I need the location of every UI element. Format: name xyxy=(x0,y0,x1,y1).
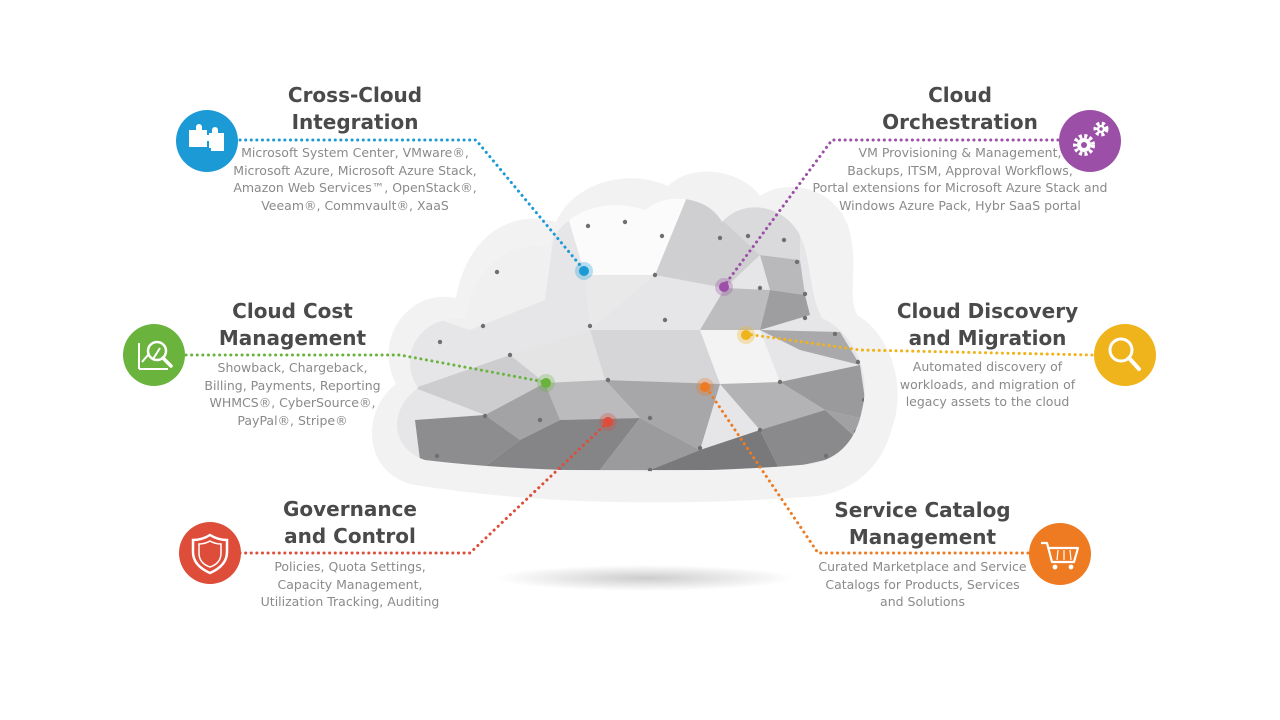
cloud-node-service xyxy=(696,378,714,396)
title-line: Service Catalog xyxy=(834,498,1011,522)
feature-title: Cross-Cloud Integration xyxy=(225,82,485,136)
magnifier-icon xyxy=(1094,324,1156,386)
puzzle-icon xyxy=(176,110,238,172)
desc-line: and Solutions xyxy=(880,594,965,609)
desc-line: Utilization Tracking, Auditing xyxy=(260,594,440,609)
desc-line: Backups, ITSM, Approval Workflows, xyxy=(847,162,1073,178)
desc-line: Showback, Chargeback, xyxy=(217,360,368,375)
gears-icon xyxy=(1059,110,1121,172)
feature-title: Governance and Control xyxy=(250,496,450,550)
cloud-node-discovery xyxy=(737,326,755,344)
connector-lines xyxy=(184,138,1094,555)
feature-cloud-orchestration: Cloud Orchestration VM Provisioning & Ma… xyxy=(805,82,1115,214)
title-line: Cross-Cloud xyxy=(287,83,423,107)
feature-cloud-cost-management: Cloud Cost Management Showback, Chargeba… xyxy=(195,298,390,429)
desc-line: Amazon Web Services™, OpenStack®, xyxy=(233,180,477,195)
connector-cross-cloud xyxy=(238,138,586,272)
low-poly-cloud xyxy=(397,198,865,472)
feature-title: Service Catalog Management xyxy=(810,497,1035,551)
feature-description: Policies, Quota Settings, Capacity Manag… xyxy=(250,558,450,611)
chart-magnifier-icon xyxy=(123,324,185,386)
desc-line: Veeam®, Commvault®, XaaS xyxy=(261,197,449,213)
desc-line: Capacity Management, xyxy=(277,576,423,592)
shield-icon xyxy=(179,522,241,584)
title-line: Cloud Discovery xyxy=(896,299,1079,323)
title-line: Governance xyxy=(282,497,417,521)
title-line: Orchestration xyxy=(882,110,1038,134)
desc-line: Windows Azure Pack, Hybr SaaS portal xyxy=(839,197,1081,213)
cloud-node-cost xyxy=(537,374,555,392)
feature-description: VM Provisioning & Management, Backups, I… xyxy=(805,144,1115,214)
title-line: Integration xyxy=(291,110,419,134)
desc-line: Portal extensions for Microsoft Azure St… xyxy=(812,180,1108,195)
title-line: Management xyxy=(218,326,367,350)
cloud-node-orchestration xyxy=(715,278,733,296)
connector-orchestration xyxy=(722,138,1060,288)
desc-line: VM Provisioning & Management, xyxy=(858,145,1062,160)
desc-line: Microsoft System Center, VMware®, xyxy=(241,145,469,160)
connector-cost xyxy=(184,353,547,384)
desc-line: PayPal®, Stripe® xyxy=(237,412,348,428)
feature-title: Cloud Discovery and Migration xyxy=(880,298,1095,352)
feature-governance-control: Governance and Control Policies, Quota S… xyxy=(250,496,450,611)
feature-cloud-discovery-migration: Cloud Discovery and Migration Automated … xyxy=(880,298,1095,411)
feature-description: Showback, Chargeback, Billing, Payments,… xyxy=(195,359,390,429)
title-line: Management xyxy=(848,525,997,549)
desc-line: Curated Marketplace and Service xyxy=(818,559,1027,574)
cloud-node-governance xyxy=(599,413,617,431)
feature-description: Automated discovery of workloads, and mi… xyxy=(880,358,1095,411)
title-line: Cloud Cost xyxy=(232,299,353,323)
desc-line: Microsoft Azure, Microsoft Azure Stack, xyxy=(233,162,477,178)
feature-title: Cloud Cost Management xyxy=(195,298,390,352)
feature-cross-cloud-integration: Cross-Cloud Integration Microsoft System… xyxy=(225,82,485,214)
cloud-shadow xyxy=(495,565,795,591)
title-line: and Control xyxy=(284,524,416,548)
feature-description: Microsoft System Center, VMware®, Micros… xyxy=(225,144,485,214)
feature-service-catalog-management: Service Catalog Management Curated Marke… xyxy=(810,497,1035,611)
desc-line: Catalogs for Products, Services xyxy=(825,576,1020,592)
title-line: Cloud xyxy=(928,83,992,107)
desc-line: Policies, Quota Settings, xyxy=(274,559,426,574)
desc-line: legacy assets to the cloud xyxy=(905,394,1070,409)
desc-line: Automated discovery of xyxy=(912,359,1063,374)
feature-title: Cloud Orchestration xyxy=(805,82,1115,136)
feature-description: Curated Marketplace and Service Catalogs… xyxy=(810,558,1035,611)
connector-discovery xyxy=(744,332,1094,357)
cloud-node-cross-cloud xyxy=(575,262,593,280)
connector-governance xyxy=(238,420,610,555)
desc-line: Billing, Payments, Reporting xyxy=(204,377,381,393)
title-line: and Migration xyxy=(908,326,1067,350)
shopping-cart-icon xyxy=(1029,523,1091,585)
desc-line: WHMCS®, CyberSource®, xyxy=(209,395,376,410)
desc-line: workloads, and migration of xyxy=(899,376,1076,392)
